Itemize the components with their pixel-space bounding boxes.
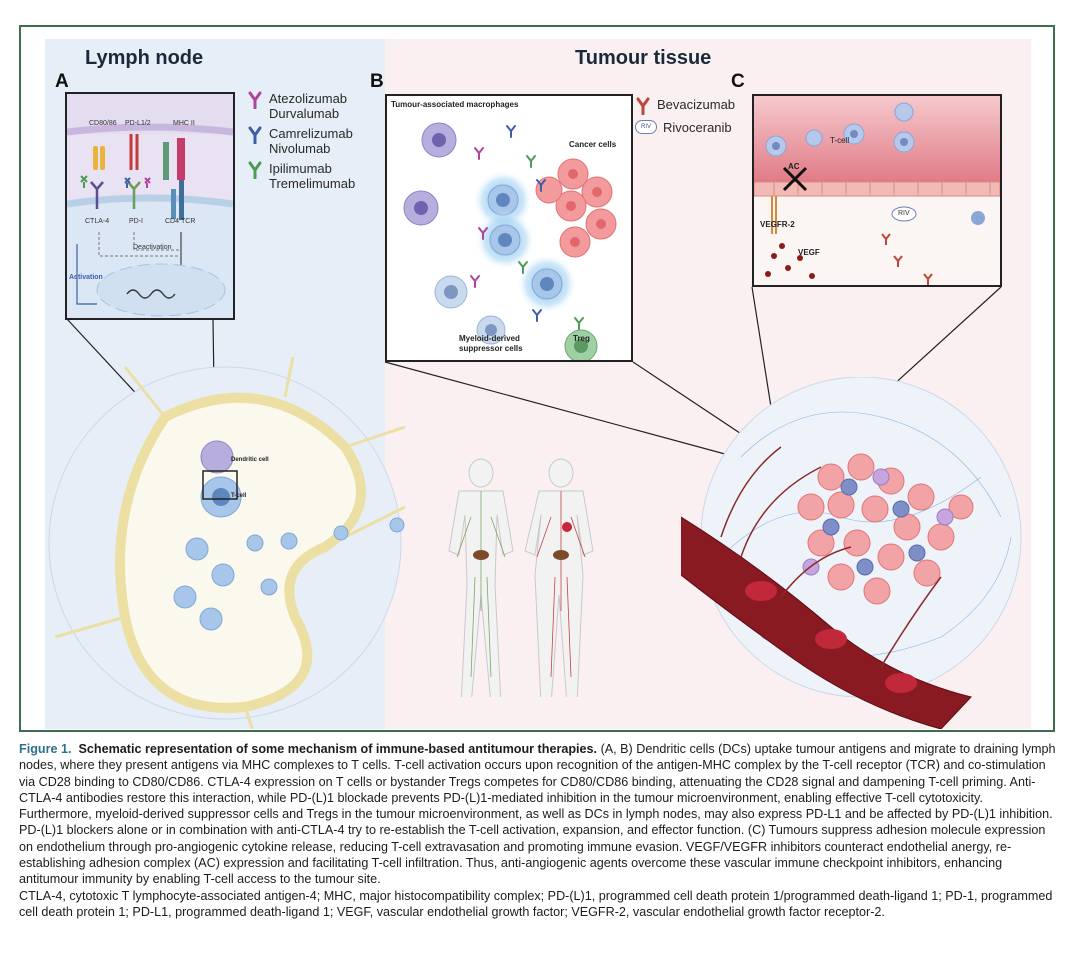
caption-label: Figure 1. — [19, 742, 72, 756]
cd80-molecule — [93, 146, 98, 170]
riv-badge-text: RIV — [640, 124, 651, 130]
caption-body: (A, B) Dendritic cells (DCs) uptake tumo… — [19, 742, 1056, 887]
lymph-node-heading: Lymph node — [85, 47, 204, 69]
panel-a-inset: CD80/86 PD-L1/2 MHC II CTLA-4 PD-I CD4 T… — [65, 92, 235, 320]
pd-l1-2-label: PD-L1/2 — [125, 120, 151, 127]
caption-title: Schematic representation of some mechani… — [78, 742, 598, 756]
lymph-node-illustration — [48, 357, 406, 729]
macrophage — [403, 122, 457, 226]
vegfr2-label: VEGFR-2 — [760, 220, 795, 229]
tumour-microenvironment-drawing — [403, 122, 617, 360]
caption-abbreviations: CTLA-4, cytotoxic T lymphocyte-associate… — [19, 888, 1053, 919]
deactivation-label: Deactivation — [133, 244, 172, 251]
activation-label: Activation — [69, 274, 103, 281]
panel-letter-b: B — [370, 71, 384, 92]
cd4-label: CD4 — [165, 218, 180, 225]
t-cell-label-lymph-node: T-cell — [231, 493, 247, 499]
antibody-icon — [248, 126, 262, 144]
panel-letter-c: C — [731, 71, 745, 92]
tam-label: Tumour-associated macrophages — [391, 100, 519, 109]
dendritic-cell-label: Dendritic cell — [231, 457, 269, 463]
antibody-icon — [636, 97, 650, 115]
figure-caption: Figure 1. Schematic representation of so… — [19, 741, 1059, 920]
legend-label: Nivolumab — [269, 141, 331, 156]
legend-label: Ipilimumab — [269, 161, 332, 176]
figure-frame: Lymph node Tumour tissue A B C — [19, 25, 1055, 732]
legend-item-rivoceranib: RIV Rivoceranib — [635, 120, 735, 135]
antibody-icon — [248, 161, 262, 179]
human-figures — [448, 458, 594, 697]
caption-paragraph: Figure 1. Schematic representation of so… — [19, 741, 1059, 888]
riv-label: RIV — [898, 210, 910, 217]
cancer-cells-label: Cancer cells — [569, 140, 617, 149]
anti-angiogenic-legend: Bevacizumab RIV Rivoceranib — [635, 97, 735, 140]
tumour-tissue-heading: Tumour tissue — [575, 47, 712, 69]
legend-label: Atezolizumab — [269, 91, 348, 106]
legend-label: Durvalumab — [269, 106, 340, 121]
panel-b-inset: Tumour-associated macrophages Cancer cel… — [385, 94, 633, 362]
legend-label: Tremelimumab — [269, 176, 356, 191]
cd80-86-label: CD80/86 — [89, 120, 117, 127]
activated-t-cell — [473, 170, 577, 314]
pill-icon: RIV — [635, 120, 657, 134]
panel-c-inset: T-cell AC RIV VEGFR-2 VEGF — [752, 94, 1002, 287]
synapse-drawing — [67, 94, 233, 318]
mdsc-label-line1: Myeloid-derived — [459, 334, 520, 343]
legend-label: Camrelizumab — [269, 126, 353, 141]
tumour-illustration — [681, 377, 1022, 729]
vegf-label: VEGF — [798, 248, 820, 257]
legend-label: Bevacizumab — [657, 97, 736, 112]
antibody-icon — [248, 91, 262, 109]
mdsc-label-line2: suppressor cells — [459, 344, 523, 353]
tcr-label: TCR — [181, 218, 196, 225]
t-cell-label-c: T-cell — [830, 136, 850, 145]
mhc-ii-label: MHC II — [173, 120, 195, 127]
blocked-adhesion-cross-icon — [782, 166, 808, 192]
treg-label: Treg — [573, 334, 590, 343]
legend-item-bevacizumab: Bevacizumab — [635, 97, 735, 115]
pd1-label: PD-I — [129, 218, 143, 225]
ctla4-label: CTLA-4 — [85, 218, 110, 225]
dendritic-cell — [200, 440, 234, 474]
ac-label: AC — [788, 162, 800, 171]
blood-vessel-wall-drawing — [754, 96, 1000, 285]
panel-letter-a: A — [55, 71, 69, 92]
legend-label: Rivoceranib — [663, 120, 732, 135]
